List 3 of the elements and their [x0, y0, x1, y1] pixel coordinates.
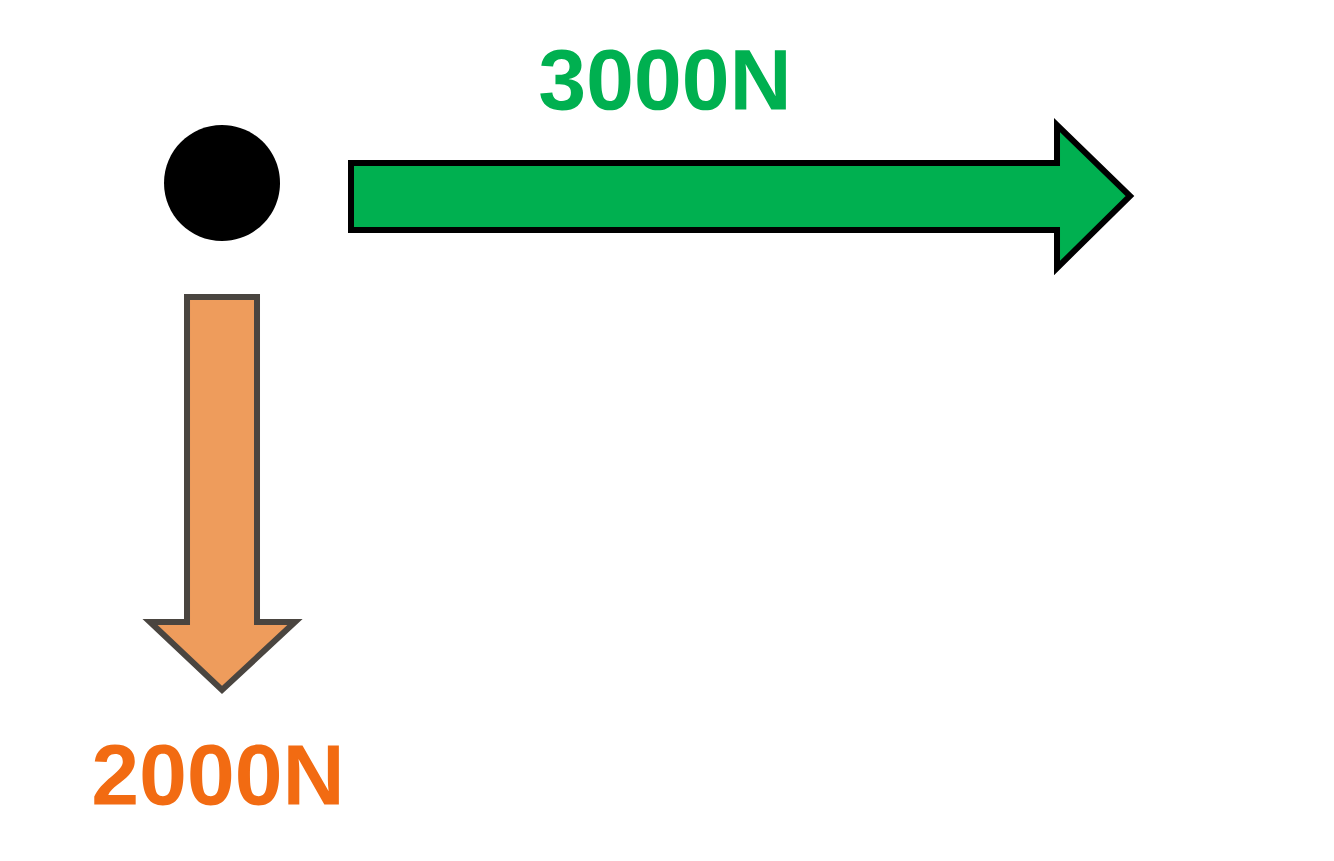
force-label: 3000N: [540, 49, 786, 111]
point-mass: [164, 125, 280, 241]
force-label: 2000N: [94, 744, 339, 806]
